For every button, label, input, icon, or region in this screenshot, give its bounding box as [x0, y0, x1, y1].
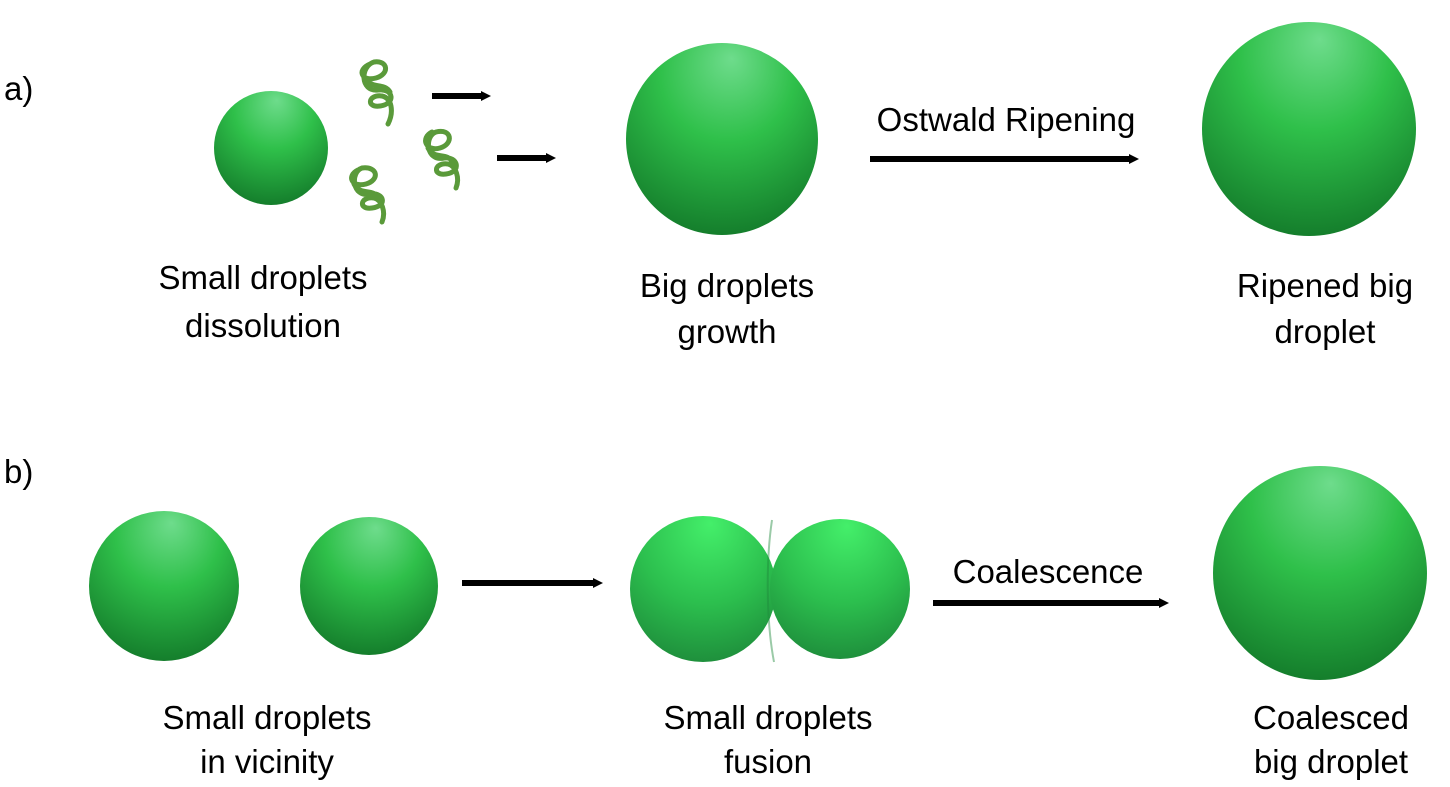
caption-line: in vicinity	[200, 743, 334, 780]
caption-small-droplets-in-vicinity: Small droplets in vicinity	[162, 699, 371, 780]
small-droplet-left	[89, 511, 239, 661]
big-droplet	[626, 43, 818, 235]
caption-line: droplet	[1275, 313, 1376, 350]
caption-line: Big droplets	[640, 267, 814, 304]
coalesced-droplet	[1213, 466, 1427, 680]
caption-line: growth	[677, 313, 776, 350]
small-droplet-right	[300, 517, 438, 655]
caption-line: Small droplets	[162, 699, 371, 736]
caption-ripened-big-droplet: Ripened big droplet	[1237, 267, 1413, 350]
caption-coalesced-big-droplet: Coalesced big droplet	[1253, 699, 1409, 780]
dissolved-molecules	[349, 59, 461, 225]
panel-b-label: b)	[4, 453, 33, 490]
ripened-droplet	[1202, 22, 1416, 236]
process-label-coalescence: Coalescence	[953, 553, 1144, 590]
molecule-squiggle	[349, 165, 387, 225]
molecule-squiggle	[423, 128, 461, 191]
small-droplet	[214, 91, 328, 205]
caption-line: big droplet	[1254, 743, 1408, 780]
caption-line: dissolution	[185, 307, 341, 344]
caption-line: Small droplets	[663, 699, 872, 736]
caption-line: Ripened big	[1237, 267, 1413, 304]
caption-small-droplets-dissolution: Small droplets dissolution	[158, 259, 367, 344]
caption-line: Small droplets	[158, 259, 367, 296]
caption-big-droplets-growth: Big droplets growth	[640, 267, 814, 350]
molecule-squiggle	[359, 59, 394, 127]
fusing-droplets	[630, 516, 910, 663]
fusing-droplet-left	[630, 516, 776, 662]
caption-line: Coalesced	[1253, 699, 1409, 736]
process-label-ostwald: Ostwald Ripening	[877, 101, 1136, 138]
fusing-droplet-right	[770, 519, 910, 659]
caption-line: fusion	[724, 743, 812, 780]
caption-small-droplets-fusion: Small droplets fusion	[663, 699, 872, 780]
panel-a-label: a)	[4, 70, 33, 107]
fusion-seam	[766, 519, 775, 663]
